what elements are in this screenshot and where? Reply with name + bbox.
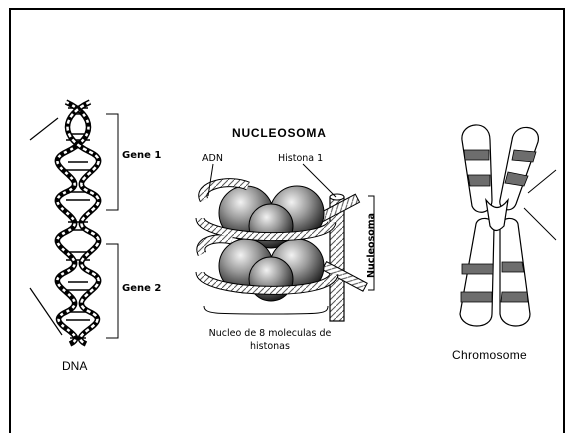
nucleosome-illustration [200,164,374,321]
chromosome-label: Chromosome [452,348,527,362]
octamer-caption-line2: histonas [200,340,340,353]
gene1-label: Gene 1 [122,150,161,161]
chromosome-pointer-top [528,170,556,193]
nucleosome-title: NUCLEOSOMA [232,126,327,140]
dna-pointer-bottom [30,288,62,335]
dna-pointer-top [30,118,58,140]
chromosome-pointer-bottom [524,208,556,240]
dna-helix [30,102,118,344]
chromosome-illustration [460,125,556,326]
gene2-label: Gene 2 [122,283,161,294]
adn-label: ADN [202,153,223,164]
gene1-bracket [106,114,118,210]
dna-label: DNA [62,359,87,373]
gene2-bracket [106,244,118,338]
nucleosome-side-label: Nucleosoma [366,213,377,278]
histona-label: Histona 1 [278,153,323,164]
octamer-caption: Nucleo de 8 moleculas de histonas [200,327,340,353]
octamer-caption-line1: Nucleo de 8 moleculas de [200,327,340,340]
